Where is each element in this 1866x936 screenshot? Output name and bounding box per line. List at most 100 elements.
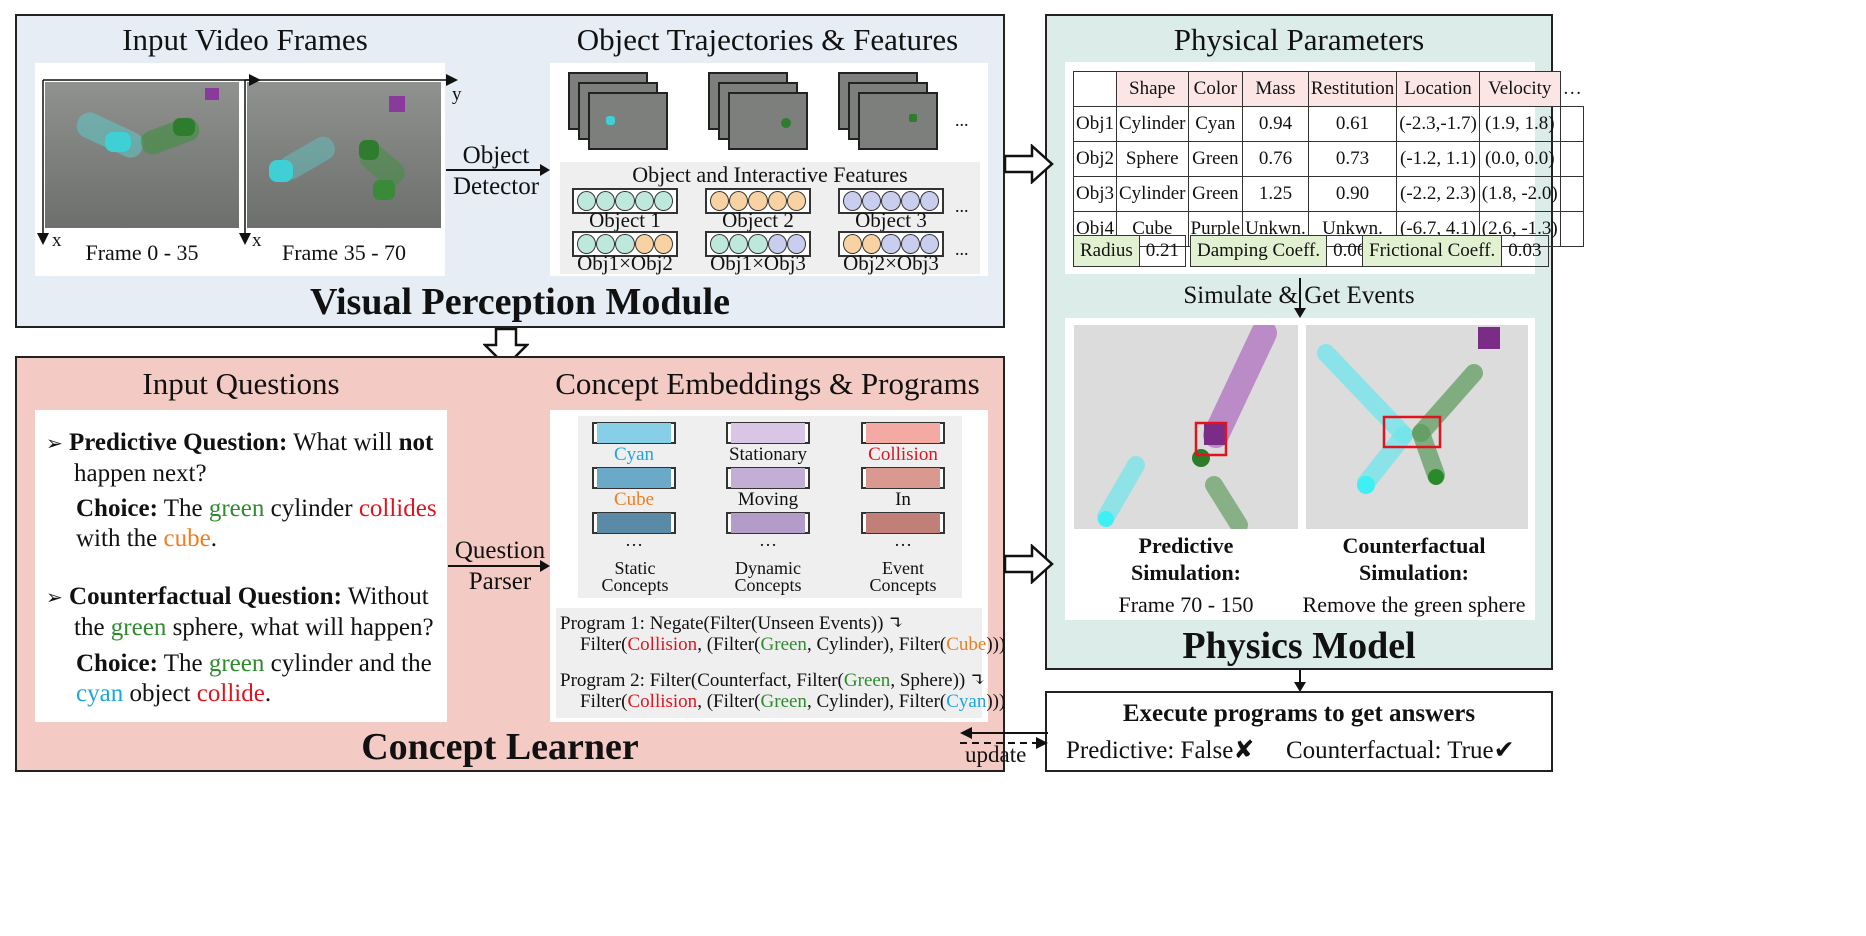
cyan-cylinder: [269, 160, 293, 182]
pair13-label: Obj1×Obj3: [710, 251, 806, 275]
perception-to-concept-arrow: [483, 328, 529, 368]
counterfactual-question: ➢ Counterfactual Question: Without the g…: [46, 583, 434, 641]
stationary-concept-label: Stationary: [728, 444, 808, 465]
execute-title: Execute programs to get answers: [1122, 700, 1476, 727]
input-video-frames-title: Input Video Frames: [122, 22, 368, 57]
cyan-cylinder-trail: [279, 136, 335, 180]
program-1-line-1: Program 1: Negate(Filter(Unseen Events))…: [560, 613, 905, 634]
object3-feature: [838, 188, 944, 214]
program-2-line-2: Filter(Collision, (Filter(Green, Cylinde…: [580, 691, 1006, 712]
features-ellipsis-2: ...: [955, 239, 969, 259]
counterfactual-sim-desc: Remove the green sphere: [1302, 592, 1526, 617]
axis-x-label-2: x: [252, 230, 262, 251]
collision-embedding: [861, 422, 945, 444]
frame-0-35-objects: [76, 88, 219, 158]
object1-label: Object 1: [589, 208, 661, 232]
friction-param: Frictional Coeff.0.03: [1362, 235, 1549, 267]
frame-35-70-image: [247, 82, 441, 228]
axis-y-label: y: [452, 84, 462, 105]
cyan-concept-label: Cyan: [613, 444, 655, 465]
concept-grid-bg: [578, 416, 962, 598]
perception-to-physics-arrow: [1004, 144, 1054, 184]
traj-thumb-2c: [728, 92, 808, 150]
predictive-choice: Choice: The green cylinder collides with…: [76, 495, 437, 552]
stationary-embedding: [726, 422, 810, 444]
visual-perception-title: Visual Perception Module: [309, 281, 731, 323]
predictive-question: ➢ Predictive Question: What will not hap…: [46, 429, 434, 487]
frame-axes: [37, 74, 458, 245]
counterfactual-simulation-image: [1306, 325, 1528, 529]
green-cylinder: [173, 118, 195, 136]
counterfactual-sim-label-1: Counterfactual: [1342, 533, 1486, 558]
program-2-line-1: Program 2: Filter(Counterfact, Filter(Gr…: [560, 670, 986, 691]
features-title: Object and Interactive Features: [632, 162, 908, 187]
physics-to-execute-arrow: [1294, 670, 1306, 692]
program-1-line-2: Filter(Collision, (Filter(Green, Cylinde…: [580, 634, 1006, 655]
traj-thumb-3c: [858, 92, 938, 150]
event-embedding-3: [861, 512, 945, 534]
damping-param: Damping Coeff.0.06: [1190, 235, 1374, 267]
event-concepts-label-2: Concepts: [869, 575, 937, 595]
static-concepts-label-1: Static: [614, 558, 656, 578]
concept-embeddings-title: Concept Embeddings & Programs: [555, 366, 980, 401]
object1-feature: [572, 188, 678, 214]
table-header-row: Shape Color Mass Restitution Location Ve…: [1073, 71, 1584, 107]
traj-thumb-1c: [588, 92, 668, 150]
predictive-sim-frames: Frame 70 - 150: [1118, 592, 1254, 617]
predictive-answer: Predictive: False✘: [1066, 737, 1255, 764]
object-detector-arrow: [446, 164, 550, 176]
question-parser-label-1: Question: [454, 537, 546, 564]
in-concept-label: In: [895, 489, 911, 510]
concept-to-physics-arrow: [1004, 544, 1054, 584]
question-parser-arrow: [448, 560, 550, 572]
green-cylinder: [373, 180, 395, 200]
cube-concept-label: Cube: [613, 489, 655, 510]
concept-learner-title: Concept Learner: [361, 726, 639, 768]
object2-feature: [705, 188, 811, 214]
counterfactual-choice: Choice: The green cylinder and the cyan …: [76, 650, 432, 707]
cyan-cylinder: [105, 132, 131, 152]
update-label: update: [965, 742, 1027, 767]
cube-embedding: [592, 467, 676, 489]
static-embedding-3: [592, 512, 676, 534]
pair12-feature: [572, 231, 678, 257]
physics-model-title: Physics Model: [1182, 625, 1416, 667]
bullet-arrow-icon: ➢: [46, 433, 63, 455]
moving-embedding: [726, 467, 810, 489]
update-arrows: [960, 727, 1048, 749]
simulate-arrow: [1294, 278, 1306, 318]
object2-label: Object 2: [722, 208, 794, 232]
traj-ellipsis: ...: [955, 110, 969, 130]
pair12-label: Obj1×Obj2: [577, 251, 673, 275]
frame-0-35-image: [45, 82, 239, 228]
predictive-sim-label-2: Simulation:: [1130, 560, 1242, 585]
features-ellipsis-1: ...: [955, 196, 969, 216]
predictive-simulation-image: [1074, 325, 1298, 529]
frame-35-70-objects: [269, 96, 405, 200]
question-parser-label-2: Parser: [468, 568, 532, 595]
cross-icon: ✘: [1233, 737, 1255, 764]
pair13-feature: [705, 231, 811, 257]
object-detector-label-2: Detector: [452, 173, 540, 200]
collision-concept-label: Collision: [868, 444, 938, 465]
event-dots: …: [894, 530, 912, 550]
physical-parameters-title: Physical Parameters: [1173, 22, 1425, 57]
static-concepts-label-2: Concepts: [601, 575, 669, 595]
event-concepts-label-1: Event: [882, 558, 924, 578]
object3-label: Object 3: [855, 208, 927, 232]
pair23-label: Obj2×Obj3: [843, 251, 939, 275]
object-detector-label-1: Object: [462, 142, 530, 169]
pair23-feature: [838, 231, 944, 257]
questions-box: [35, 410, 447, 722]
green-sphere: [359, 140, 379, 160]
cyan-embedding: [592, 422, 676, 444]
purple-cube: [205, 88, 219, 100]
counterfactual-sim-label-2: Simulation:: [1358, 560, 1470, 585]
in-embedding: [861, 467, 945, 489]
dynamic-embedding-3: [726, 512, 810, 534]
bullet-arrow-icon: ➢: [46, 587, 63, 609]
